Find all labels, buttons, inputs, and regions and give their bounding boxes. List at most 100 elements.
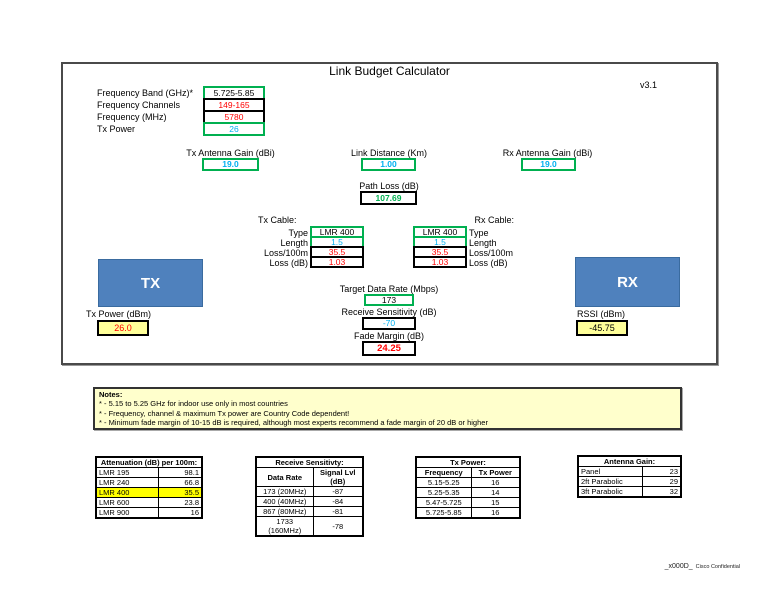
txpower-table: Tx Power: Frequency Tx Power 5.15-5.25 1… — [415, 456, 521, 519]
table-row: 400 (40MHz) -84 — [255, 496, 364, 507]
cable-value-cell: 23.8 — [157, 497, 203, 508]
cable-value-cell: 66.8 — [157, 477, 203, 488]
cable-value-cell: 98.1 — [157, 467, 203, 478]
table-row: Panel 23 — [577, 466, 682, 477]
tx-cable-lossdb-value: 1.03 — [310, 256, 364, 268]
txpower-header: Tx Power — [470, 467, 521, 478]
signal-level-cell: -84 — [312, 496, 364, 507]
frequency-cell: 5.15-5.25 — [415, 477, 472, 488]
notes-title: Notes: — [99, 390, 123, 399]
signal-level-cell: -78 — [312, 516, 364, 537]
cable-value-cell: 35.5 — [157, 487, 203, 498]
table-row: 3ft Parabolic 32 — [577, 486, 682, 498]
sensitivity-table-title: Receive Sensitivty: — [255, 456, 364, 468]
rx-cable-lossdb-label: Loss (dB) — [469, 258, 508, 268]
tx-antenna-gain-label: Tx Antenna Gain (dBi) — [186, 148, 275, 158]
note-line: * - 5.15 to 5.25 GHz for indoor use only… — [99, 399, 288, 408]
rx-cable-length-input[interactable]: 1.5 — [413, 236, 467, 248]
attenuation-table: Attenuation (dB) per 100m: LMR 195 98.1 … — [95, 456, 203, 519]
link-distance-input[interactable]: 1.00 — [361, 158, 416, 171]
rx-cable-length-label: Length — [469, 238, 497, 248]
signal-level-cell: -87 — [312, 486, 364, 497]
data-rate-cell: 400 (40MHz) — [255, 496, 314, 507]
data-rate-header: Data Rate — [255, 467, 314, 487]
tx-cable-length-label: Length — [280, 238, 308, 248]
signal-level-cell: -81 — [312, 506, 364, 517]
table-row: 5.15-5.25 16 — [415, 477, 521, 488]
rssi-label: RSSI (dBm) — [577, 309, 626, 319]
receive-sensitivity-value: -70 — [362, 317, 416, 330]
table-row: LMR 240 66.8 — [95, 477, 203, 488]
antenna-name-cell: 2ft Parabolic — [577, 476, 643, 487]
tx-cable-title: Tx Cable: — [258, 215, 297, 225]
table-header-row: Frequency Tx Power — [415, 467, 521, 478]
page-title: Link Budget Calculator — [329, 64, 450, 78]
tx-power-input[interactable]: 26 — [203, 122, 265, 136]
link-distance-label: Link Distance (Km) — [350, 148, 428, 158]
rx-cable-title: Rx Cable: — [474, 215, 514, 225]
attenuation-table-title: Attenuation (dB) per 100m: — [95, 456, 203, 468]
tx-antenna-gain-input[interactable]: 19.0 — [202, 158, 259, 171]
table-row: 5.25-5.35 14 — [415, 487, 521, 498]
antenna-gain-table: Antenna Gain: Panel 23 2ft Parabolic 29 … — [577, 455, 682, 498]
txpower-cell: 15 — [470, 497, 521, 508]
rx-node: RX — [575, 257, 680, 307]
tx-node: TX — [98, 259, 203, 307]
cable-value-cell: 16 — [157, 507, 203, 519]
tx-cable-loss100-label: Loss/100m — [263, 248, 308, 258]
table-row: LMR 600 23.8 — [95, 497, 203, 508]
rx-antenna-gain-label: Rx Antenna Gain (dBi) — [502, 148, 593, 158]
target-rate-label: Target Data Rate (Mbps) — [339, 284, 439, 294]
tx-cable-lossdb-label: Loss (dB) — [269, 258, 308, 268]
note-line: * - Minimum fade margin of 10-15 dB is r… — [99, 418, 488, 427]
path-loss-value: 107.69 — [360, 191, 417, 205]
confidential-label: Cisco Confidential — [695, 564, 740, 570]
frequency-header: Frequency — [415, 467, 472, 478]
table-row: 173 (20MHz) -87 — [255, 486, 364, 497]
frequency-channels-label: Frequency Channels — [97, 100, 181, 110]
table-row-highlighted: LMR 400 35.5 — [95, 487, 203, 498]
version-label: v3.1 — [640, 80, 658, 90]
tx-power-dbm-value: 26.0 — [97, 320, 149, 336]
table-row: LMR 195 98.1 — [95, 467, 203, 478]
cable-name-cell: LMR 400 — [95, 487, 159, 498]
rx-antenna-gain-input[interactable]: 19.0 — [521, 158, 576, 171]
antenna-name-cell: Panel — [577, 466, 643, 477]
note-line: * - Frequency, channel & maximum Tx powe… — [99, 408, 350, 418]
calculator-panel — [61, 62, 718, 365]
txpower-cell: 16 — [470, 477, 521, 488]
table-row: 2ft Parabolic 29 — [577, 476, 682, 487]
cable-name-cell: LMR 195 — [95, 467, 159, 478]
table-row: 1733 (160MHz) -78 — [255, 516, 364, 537]
fade-margin-value: 24.25 — [362, 341, 416, 356]
txpower-cell: 14 — [470, 487, 521, 498]
doc-code: _x000D_ — [664, 563, 693, 570]
sensitivity-table: Receive Sensitivty: Data Rate Signal Lvl… — [255, 456, 364, 537]
frequency-cell: 5.725-5.85 — [415, 507, 472, 519]
table-header-row: Data Rate Signal Lvl (dB) — [255, 467, 364, 487]
notes-box: Notes: * - 5.15 to 5.25 GHz for indoor u… — [93, 387, 682, 430]
frequency-band-label: Frequency Band (GHz)* — [97, 88, 194, 98]
cable-name-cell: LMR 600 — [95, 497, 159, 508]
rx-cable-loss100-label: Loss/100m — [469, 248, 514, 258]
cable-name-cell: LMR 900 — [95, 507, 159, 519]
tx-cable-type-label: Type — [288, 228, 308, 238]
frequency-cell: 5.25-5.35 — [415, 487, 472, 498]
path-loss-label: Path Loss (dB) — [359, 181, 419, 191]
rx-cable-type-label: Type — [469, 228, 489, 238]
txpower-cell: 16 — [470, 507, 521, 519]
fade-margin-label: Fade Margin (dB) — [353, 331, 425, 341]
table-row: 867 (80MHz) -81 — [255, 506, 364, 517]
target-rate-input[interactable]: 173 — [364, 294, 414, 306]
receive-sensitivity-label: Receive Sensitivity (dB) — [341, 307, 437, 317]
table-row: LMR 900 16 — [95, 507, 203, 519]
antenna-gain-cell: 23 — [641, 466, 682, 477]
data-rate-cell: 1733 (160MHz) — [255, 516, 314, 537]
signal-level-header: Signal Lvl (dB) — [312, 467, 364, 487]
tx-power-dbm-label: Tx Power (dBm) — [86, 309, 152, 319]
antenna-gain-table-title: Antenna Gain: — [577, 455, 682, 467]
table-row: 5.725-5.85 16 — [415, 507, 521, 519]
data-rate-cell: 173 (20MHz) — [255, 486, 314, 497]
rx-cable-lossdb-value: 1.03 — [413, 256, 467, 268]
